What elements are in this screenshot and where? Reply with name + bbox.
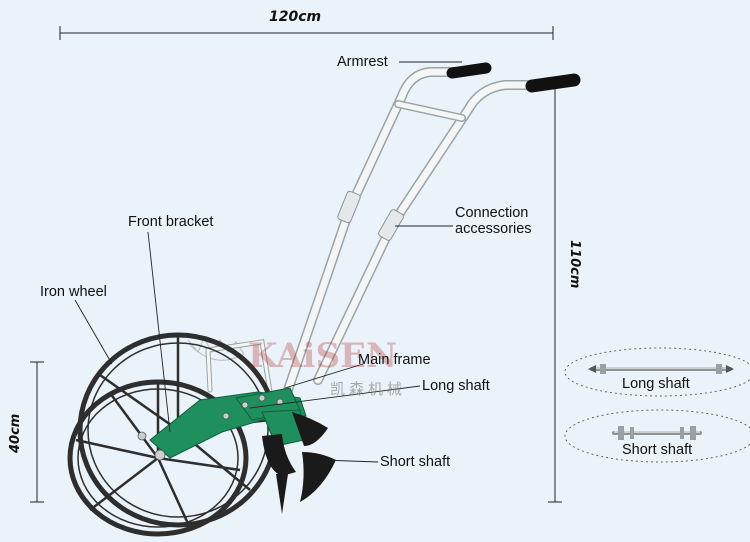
label-connection-line2: accessories bbox=[455, 221, 532, 237]
frame-bolts bbox=[137, 394, 284, 461]
watermark-brand: KAiSEN bbox=[248, 336, 398, 376]
long-shaft-illustration bbox=[588, 364, 734, 374]
label-connection: Connection accessories bbox=[455, 205, 532, 237]
accessory-long-shaft-label: Long shaft bbox=[622, 376, 690, 392]
label-long-shaft: Long shaft bbox=[422, 378, 490, 394]
watermark-chinese: 凯森机械 bbox=[330, 380, 407, 398]
furrow-openers bbox=[262, 412, 336, 514]
width-dimension-label: 120cm bbox=[269, 9, 322, 25]
label-connection-line1: Connection bbox=[455, 205, 529, 221]
label-iron-wheel: Iron wheel bbox=[40, 284, 107, 300]
front-bracket bbox=[205, 339, 273, 395]
wheel-dimension-label: 40cm bbox=[8, 413, 23, 453]
height-dimension bbox=[548, 81, 562, 503]
connection-sleeves bbox=[337, 190, 404, 241]
callout-lines bbox=[74, 61, 462, 463]
width-dimension bbox=[59, 26, 554, 40]
accessory-short-shaft-label: Short shaft bbox=[622, 442, 693, 458]
label-main-frame: Main frame bbox=[358, 352, 431, 368]
handle-frame bbox=[283, 67, 543, 395]
label-front-bracket: Front bracket bbox=[128, 214, 214, 230]
accessory-panel bbox=[564, 347, 750, 463]
short-shaft-illustration bbox=[612, 426, 702, 440]
label-short-shaft: Short shaft bbox=[380, 454, 451, 470]
height-dimension-label: 110cm bbox=[567, 240, 582, 289]
grips bbox=[446, 62, 581, 93]
label-armrest: Armrest bbox=[337, 54, 388, 70]
wheel-dimension bbox=[30, 361, 44, 503]
